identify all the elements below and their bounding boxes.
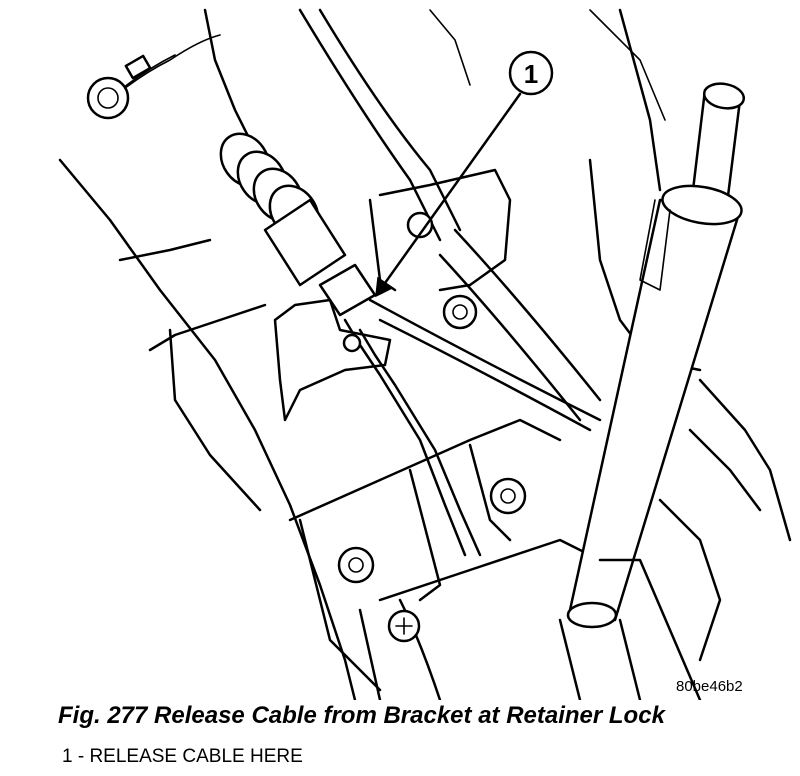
- shifter-housing: [288, 418, 602, 700]
- figure-caption: Fig. 277 Release Cable from Bracket at R…: [58, 702, 665, 729]
- upper-cable: [298, 8, 602, 422]
- legend-item: 1 - RELEASE CABLE HERE: [62, 746, 303, 767]
- callout-number: 1: [524, 59, 538, 89]
- retainer-bracket: [273, 168, 602, 432]
- image-code: 80be46b2: [676, 678, 743, 695]
- ground-strap: [86, 34, 221, 120]
- release-cable-illustration: 1: [58, 8, 792, 700]
- callout-1: 1: [375, 50, 554, 298]
- cable-boot: [219, 132, 482, 557]
- shift-lever: [558, 82, 746, 700]
